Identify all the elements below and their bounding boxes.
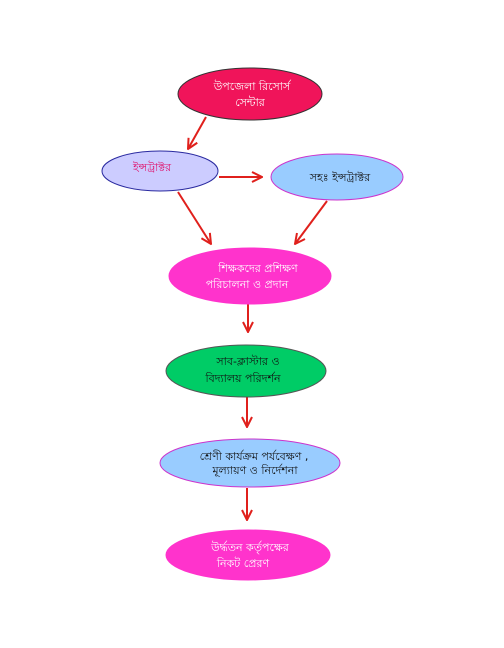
node-higher-line1: উর্দ্ধতন কর্তৃপক্ষের <box>210 541 290 554</box>
arrow-instructor-to-training <box>177 191 211 244</box>
node-subcluster-line1: সাব-ক্লাস্টার ও <box>215 355 279 368</box>
node-assistant-line1: সহঃ ইন্সট্রাক্টর <box>309 171 371 184</box>
node-instructor: ইন্সট্রাক্টর <box>101 150 219 192</box>
node-upazila-line1: উপজেলা রিসোর্স <box>213 80 292 93</box>
node-higher-line2: নিকট প্রেরণ <box>216 557 270 570</box>
node-classwork-shape <box>159 438 341 488</box>
node-instructor-shape <box>101 150 219 192</box>
node-training-line1: শিক্ষকদের প্রশিক্ষণ <box>217 262 298 275</box>
node-instructor-line1: ইন্সট্রাক্টর <box>132 161 172 174</box>
node-upazila-line2: সেন্টার <box>235 96 266 109</box>
node-subcluster-shape <box>165 344 327 398</box>
node-classwork-observation: শ্রেণী কার্যক্রম পর্যবেক্ষণ , মূল্যায়ণ … <box>159 438 341 488</box>
node-classwork-line2: মূল্যায়ণ ও নির্দেশনা <box>211 464 298 477</box>
node-upazila-shape <box>177 67 323 121</box>
arrows <box>177 116 328 520</box>
arrow-assistant-to-training <box>295 200 328 244</box>
node-training-shape <box>168 247 332 305</box>
node-classwork-line1: শ্রেণী কার্যক্রম পর্যবেক্ষণ , <box>200 450 309 463</box>
node-higher-authority: উর্দ্ধতন কর্তৃপক্ষের নিকট প্রেরণ <box>165 529 331 581</box>
node-assistant-shape <box>270 153 404 201</box>
node-training-line2: পরিচালনা ও প্রদান <box>206 278 289 291</box>
node-subcluster-visit: সাব-ক্লাস্টার ও বিদ্যালয় পরিদর্শন <box>165 344 327 398</box>
node-teacher-training: শিক্ষকদের প্রশিক্ষণ পরিচালনা ও প্রদান <box>168 247 332 305</box>
node-subcluster-line2: বিদ্যালয় পরিদর্শন <box>204 372 281 385</box>
node-assistant-instructor: সহঃ ইন্সট্রাক্টর <box>270 153 404 201</box>
node-upazila-resource-center: উপজেলা রিসোর্স সেন্টার <box>177 67 323 121</box>
arrow-upazila-to-instructor <box>188 116 207 149</box>
node-higher-shape <box>165 529 331 581</box>
